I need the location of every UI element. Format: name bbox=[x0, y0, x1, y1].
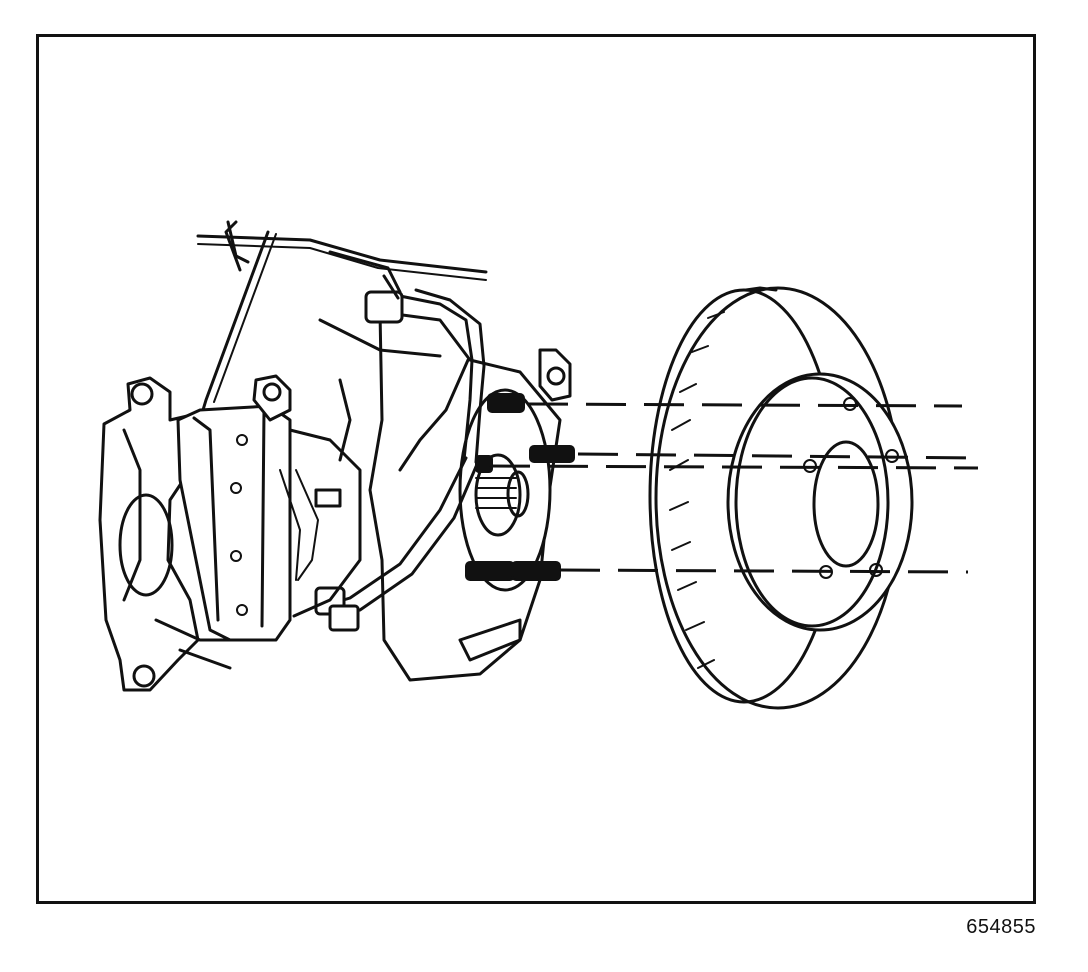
brake-rotor-icon bbox=[648, 286, 914, 710]
brake-caliper-icon bbox=[98, 376, 232, 692]
brake-pad-icon bbox=[176, 374, 362, 642]
brake-hose-icon bbox=[314, 274, 486, 632]
wheel-hub-icon bbox=[458, 388, 552, 592]
wheel-stud-icon bbox=[465, 393, 575, 581]
alignment-lines bbox=[489, 402, 979, 574]
figure-id-label: 654855 bbox=[966, 916, 1036, 938]
